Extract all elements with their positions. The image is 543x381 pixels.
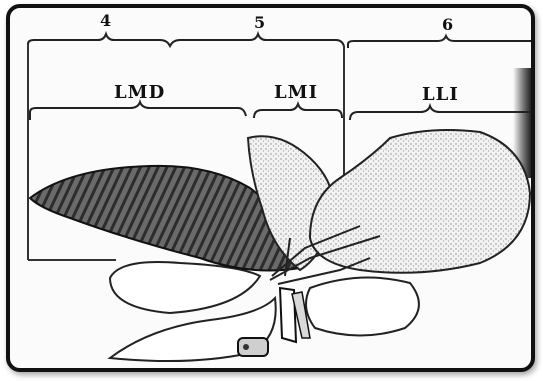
label-lmi: LMI (274, 82, 318, 103)
gallbladder-dot (243, 344, 249, 350)
bracket-lmi (254, 104, 342, 118)
lower-lobe-right (306, 278, 419, 336)
label-lli: LLI (422, 84, 459, 105)
section-number-4: 4 (100, 11, 111, 30)
anatomy-diagram: 4 5 6 LMD LMI LLI (10, 8, 535, 372)
bracket-lmd (30, 102, 246, 120)
figure-frame: 4 5 6 LMD LMI LLI (6, 4, 535, 372)
section-number-5: 5 (254, 13, 265, 32)
lower-lobe-left (110, 262, 260, 313)
gallbladder (238, 338, 268, 356)
label-lmd: LMD (114, 82, 165, 103)
section-number-6: 6 (442, 15, 453, 34)
bracket-6 (348, 36, 535, 48)
bracket-lli (350, 106, 535, 120)
bracket-4-5 (28, 34, 344, 52)
